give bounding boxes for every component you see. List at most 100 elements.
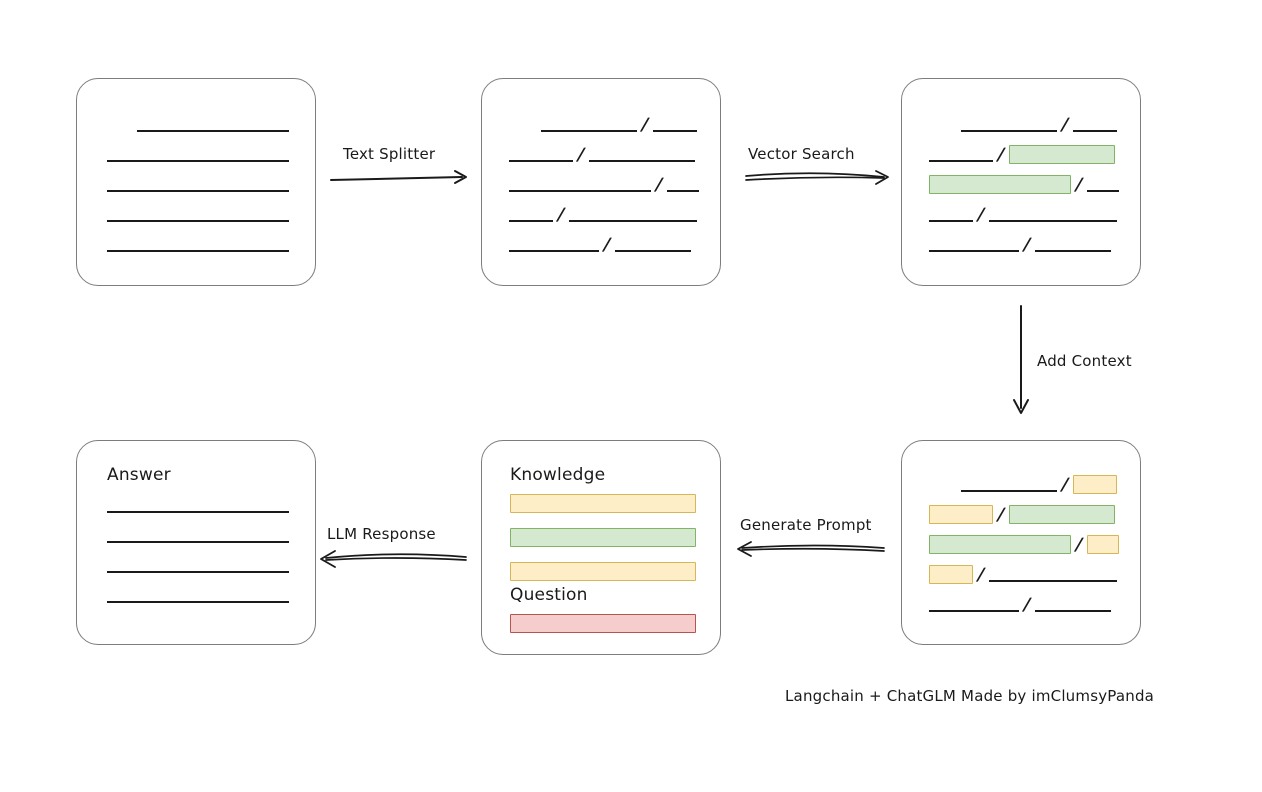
slash-separator: / [977, 205, 985, 225]
card-matched-chunks[interactable]: / / / / / [901, 78, 1141, 286]
text-line [989, 579, 1118, 582]
highlight-chip-yellow [1087, 535, 1120, 554]
highlight-chip-green [929, 535, 1071, 554]
document-row: / [929, 525, 1140, 555]
highlight-chip-green [929, 175, 1071, 194]
question-bar-list [510, 614, 696, 633]
text-line [1035, 249, 1112, 252]
text-line [1035, 609, 1112, 612]
knowledge-bar-green [510, 528, 696, 547]
slash-separator: / [1075, 175, 1083, 195]
document-row [107, 195, 315, 225]
text-line [1087, 189, 1120, 192]
card-context-chunks[interactable]: / / / / / [901, 440, 1141, 645]
slash-separator: / [557, 205, 565, 225]
answer-heading: Answer [107, 465, 171, 485]
matched-chunks-rows: / / / / / [929, 105, 1140, 255]
footer-credit: Langchain + ChatGLM Made by imClumsyPand… [785, 687, 1155, 705]
highlight-chip-yellow [929, 565, 973, 584]
slash-separator: / [1075, 535, 1083, 555]
text-line [989, 219, 1118, 222]
slash-separator: / [977, 565, 985, 585]
text-line [589, 159, 696, 162]
slash-separator: / [997, 505, 1005, 525]
arrow-label-add-context: Add Context [1037, 352, 1132, 370]
highlight-chip-yellow [929, 505, 993, 524]
document-row: / [929, 555, 1140, 585]
text-line [509, 159, 573, 162]
card-source-document[interactable] [76, 78, 316, 286]
arrow-generate-prompt [737, 541, 885, 557]
answer-line [107, 541, 289, 543]
document-row: / [929, 495, 1140, 525]
arrow-label-llm-response: LLM Response [327, 525, 436, 543]
arrow-label-text-splitter: Text Splitter [343, 145, 436, 163]
document-row: / [509, 165, 720, 195]
text-line [615, 249, 692, 252]
answer-line-list [107, 511, 297, 603]
document-row [107, 135, 315, 165]
answer-line [107, 571, 289, 573]
slash-separator: / [1023, 235, 1031, 255]
question-heading: Question [510, 585, 588, 605]
slash-separator: / [641, 115, 649, 135]
text-line [961, 489, 1057, 492]
document-row: / [509, 135, 720, 165]
knowledge-bar-yellow [510, 562, 696, 581]
arrow-llm-response [320, 550, 467, 568]
text-line [1073, 129, 1118, 132]
knowledge-heading: Knowledge [510, 465, 606, 485]
text-line [137, 129, 289, 132]
slash-separator: / [1061, 475, 1069, 495]
arrow-vector-search [745, 170, 889, 185]
text-line [509, 189, 651, 192]
card-answer[interactable]: Answer [76, 440, 316, 645]
text-line [541, 129, 637, 132]
answer-line [107, 511, 289, 513]
document-row: / [929, 105, 1140, 135]
slash-separator: / [1023, 595, 1031, 615]
document-row: / [929, 585, 1140, 615]
document-row: / [929, 225, 1140, 255]
document-row: / [929, 165, 1140, 195]
text-line [509, 219, 553, 222]
slash-separator: / [603, 235, 611, 255]
question-bar-red [510, 614, 696, 633]
slash-separator: / [997, 145, 1005, 165]
highlight-chip-yellow [1073, 475, 1118, 494]
knowledge-bar-yellow [510, 494, 696, 513]
split-chunks-rows: / / / / / [509, 105, 720, 255]
slash-separator: / [655, 175, 663, 195]
knowledge-bar-list [510, 494, 696, 581]
document-row: / [929, 135, 1140, 165]
document-row: / [509, 195, 720, 225]
card-prompt[interactable]: Knowledge Question [481, 440, 721, 655]
answer-line [107, 601, 289, 603]
text-line [653, 129, 698, 132]
source-document-rows [107, 105, 315, 255]
document-row [107, 225, 315, 255]
text-line [107, 189, 289, 192]
highlight-chip-green [1009, 145, 1116, 164]
arrow-label-vector-search: Vector Search [748, 145, 855, 163]
document-row [107, 105, 315, 135]
slash-separator: / [577, 145, 585, 165]
card-split-chunks[interactable]: / / / / / [481, 78, 721, 286]
text-line [667, 189, 700, 192]
slash-separator: / [1061, 115, 1069, 135]
document-row: / [509, 105, 720, 135]
document-row: / [929, 465, 1140, 495]
text-line [961, 129, 1057, 132]
highlight-chip-green [1009, 505, 1116, 524]
arrow-add-context [1013, 305, 1029, 414]
text-line [107, 249, 289, 252]
document-row: / [929, 195, 1140, 225]
text-line [929, 609, 1019, 612]
text-line [929, 219, 973, 222]
arrow-label-generate-prompt: Generate Prompt [740, 516, 872, 534]
text-line [509, 249, 599, 252]
document-row [107, 165, 315, 195]
document-row: / [509, 225, 720, 255]
context-chunks-rows: / / / / / [929, 465, 1140, 615]
